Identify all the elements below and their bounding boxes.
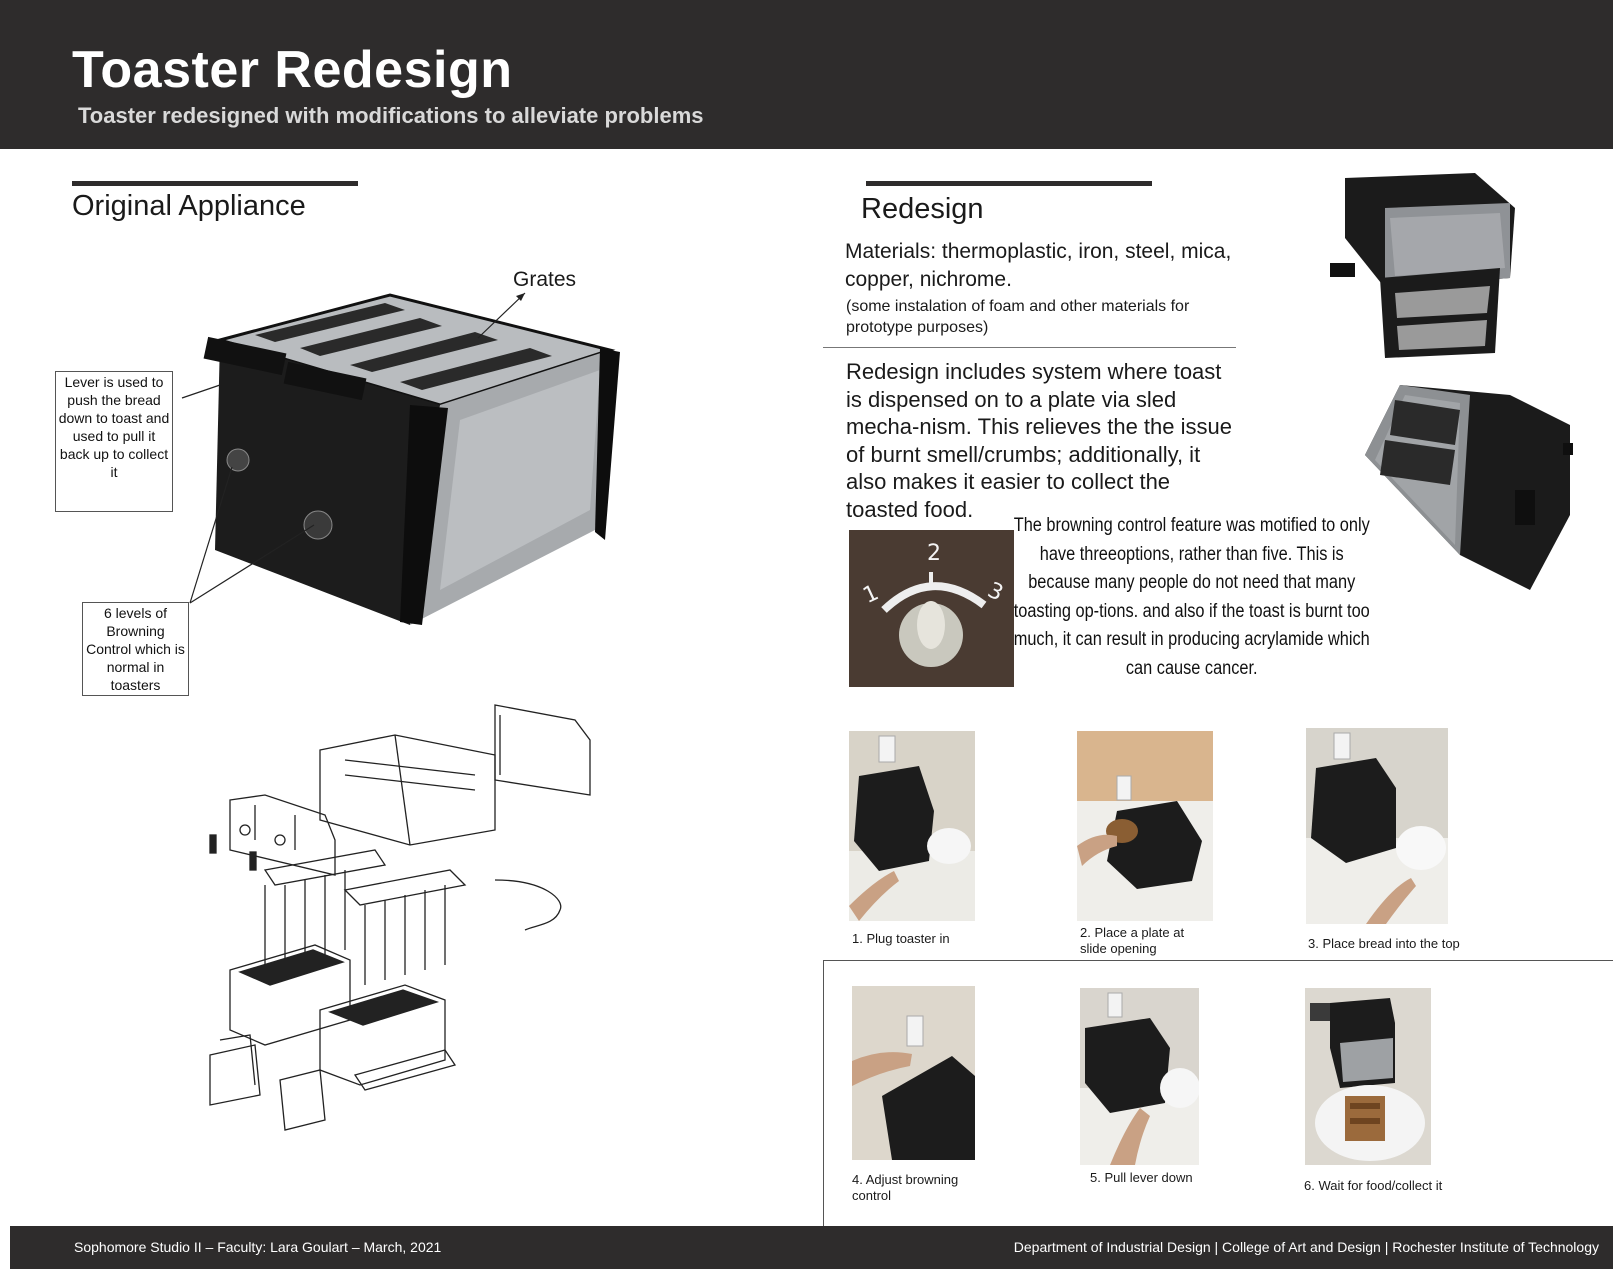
original-heading: Original Appliance xyxy=(72,190,306,222)
materials-text: Materials: thermoplastic, iron, steel, m… xyxy=(845,240,1232,291)
browning-callout: 6 levels of Browning Control which is no… xyxy=(82,602,189,696)
materials-divider xyxy=(823,347,1236,348)
redesign-description: Redesign includes system where toast is … xyxy=(846,359,1232,522)
footer-course-info: Sophomore Studio II – Faculty: Lara Goul… xyxy=(74,1239,442,1255)
materials-note: (some instalation of foam and other mate… xyxy=(846,298,1190,336)
redesign-heading-rule xyxy=(866,181,1152,186)
footer-department-info: Department of Industrial Design | Colleg… xyxy=(1013,1239,1599,1255)
redesign-toaster-photo-bottom xyxy=(1360,375,1575,590)
original-toaster-photo xyxy=(200,290,630,635)
header-banner: Toaster Redesign Toaster redesigned with… xyxy=(0,0,1613,149)
dial-label-2: 2 xyxy=(927,541,941,566)
redesign-toaster-photo-top xyxy=(1325,168,1520,363)
step-2-caption: 2. Place a plate at slide opening xyxy=(1080,925,1185,956)
step-5-caption: 5. Pull lever down xyxy=(1090,1170,1193,1185)
step-4-photo xyxy=(852,986,975,1160)
steps-frame xyxy=(823,960,1613,1226)
page-subtitle: Toaster redesigned with modifications to… xyxy=(78,103,704,128)
lever-callout: Lever is used to push the bread down to … xyxy=(55,371,173,512)
page-title: Toaster Redesign xyxy=(72,41,513,99)
grates-label: Grates xyxy=(513,268,577,291)
step-2-photo xyxy=(1077,731,1213,921)
browning-control-text: The browning control feature was motifie… xyxy=(1013,515,1370,679)
redesign-heading: Redesign xyxy=(861,193,984,225)
original-heading-rule xyxy=(72,181,358,186)
browning-dial-photo: 2 1 3 xyxy=(849,530,1014,687)
exploded-view-drawing xyxy=(195,700,615,1170)
step-1-caption: 1. Plug toaster in xyxy=(852,931,950,946)
footer-bar: Sophomore Studio II – Faculty: Lara Goul… xyxy=(10,1226,1613,1269)
step-5-photo xyxy=(1080,988,1199,1165)
step-1-photo xyxy=(849,731,975,921)
step-4-caption: 4. Adjust browning control xyxy=(852,1172,959,1203)
step-6-caption: 6. Wait for food/collect it xyxy=(1304,1178,1443,1193)
step-6-photo xyxy=(1305,988,1431,1165)
step-3-photo xyxy=(1306,728,1448,924)
step-3-caption: 3. Place bread into the top xyxy=(1308,936,1460,951)
